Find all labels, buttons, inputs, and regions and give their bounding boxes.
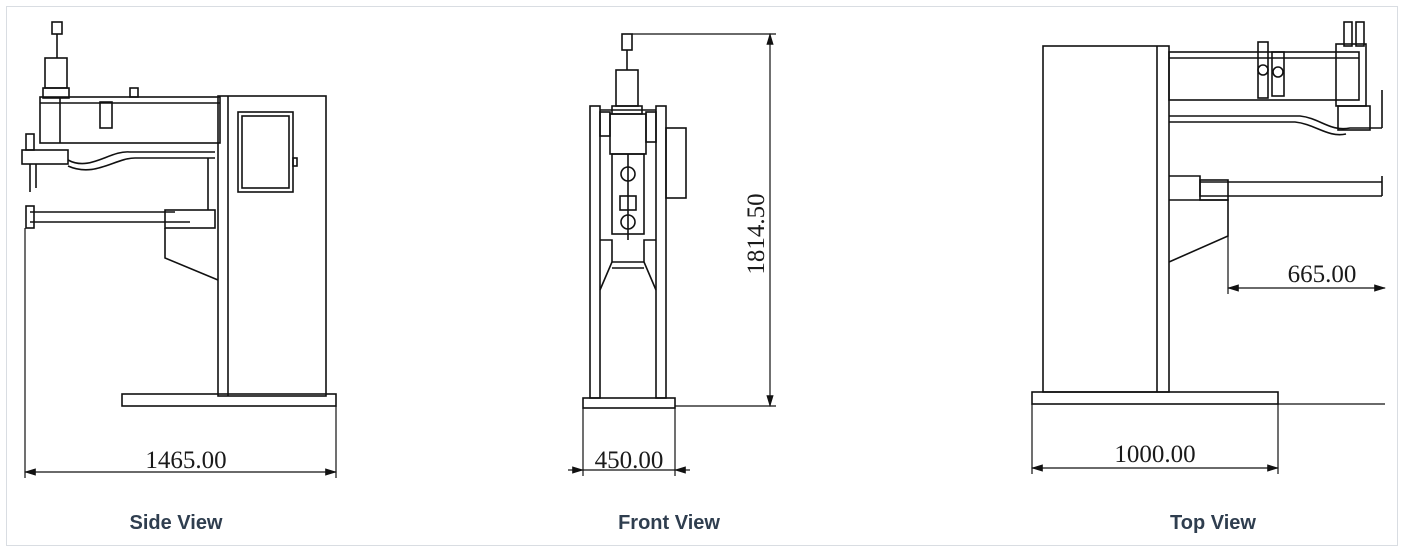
front-width-dimension: 450.00 [595, 447, 664, 474]
top-width-dimension: 1000.00 [1114, 441, 1195, 468]
side-width-dimension: 1465.00 [145, 447, 226, 474]
front-view-drawing [568, 32, 776, 476]
top-inner-dimension: 665.00 [1288, 261, 1357, 288]
top-view-drawing [1030, 21, 1387, 474]
front-height-dimension: 1814.50 [743, 193, 770, 274]
front-view-caption: Front View [618, 512, 720, 534]
side-view-drawing [21, 21, 338, 478]
side-view-caption: Side View [129, 512, 223, 534]
top-view-caption: Top View [1170, 512, 1256, 534]
drawing-frame [6, 6, 1398, 546]
